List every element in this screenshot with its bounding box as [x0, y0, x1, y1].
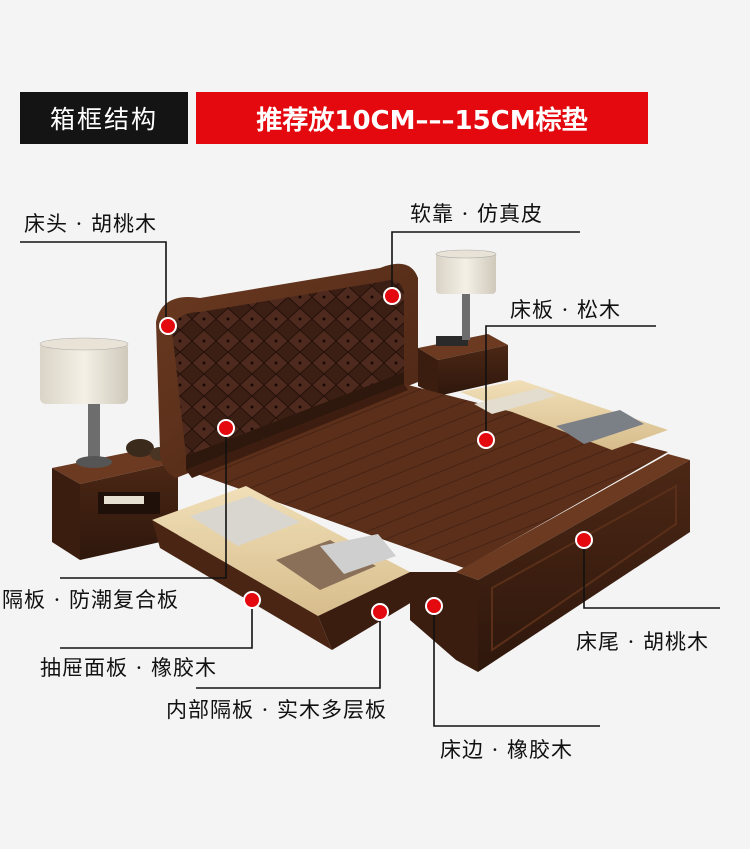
callout-lines	[20, 231, 720, 727]
label-headboard: 床头 · 胡桃木	[24, 212, 158, 236]
mattress-recommendation-banner: 推荐放10CM–––15CM棕垫	[196, 92, 648, 144]
label-soft-back: 软靠 · 仿真皮	[410, 202, 544, 226]
front-drawers	[152, 486, 456, 660]
label-drawer-panel: 抽屉面板 · 橡胶木	[40, 656, 218, 680]
label-bed-tail: 床尾 · 胡桃木	[576, 630, 710, 654]
left-nightstand	[52, 448, 178, 560]
label-bed-side: 床边 · 橡胶木	[440, 738, 574, 762]
label-bed-board: 床板 · 松木	[510, 298, 622, 322]
callout-markers	[159, 287, 593, 621]
side-drawers-right	[460, 380, 668, 450]
bed-platform	[186, 384, 668, 568]
left-lamp	[39, 337, 129, 468]
section-title-badge: 箱框结构	[20, 92, 188, 144]
label-partition: 隔板 · 防潮复合板	[2, 588, 180, 612]
label-inner-partition: 内部隔板 · 实木多层板	[166, 698, 388, 722]
right-lamp	[435, 249, 497, 340]
